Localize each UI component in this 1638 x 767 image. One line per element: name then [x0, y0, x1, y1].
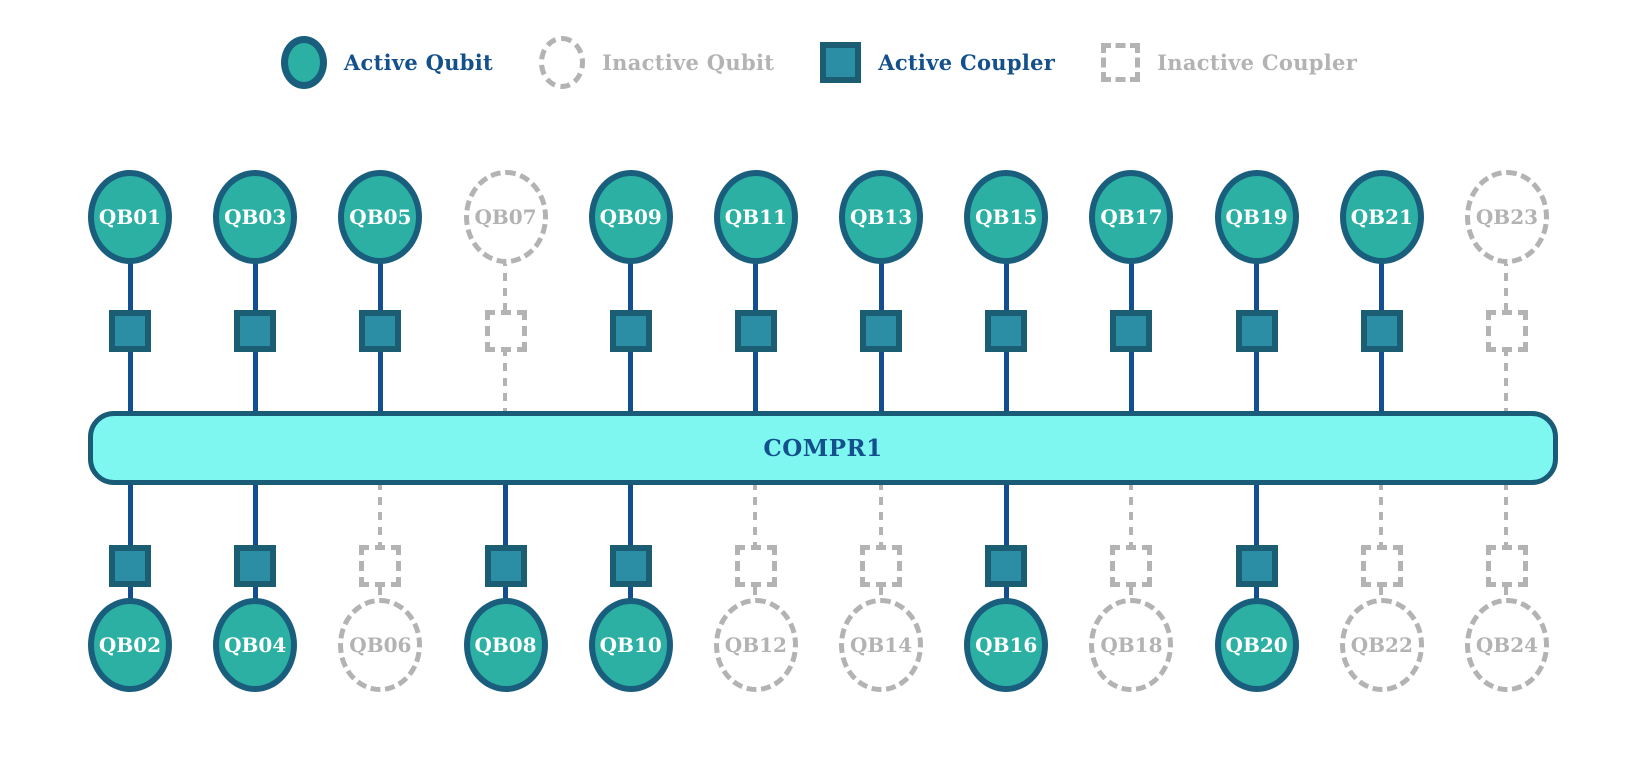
qubit-label: QB01 [98, 205, 162, 229]
coupler-qb20 [1235, 545, 1278, 587]
qubit-qb02: QB02 [88, 598, 172, 692]
qubit-qb03: QB03 [213, 170, 298, 264]
qubit-label: QB13 [849, 205, 913, 229]
legend: Active Qubit Inactive Qubit Active Coupl… [0, 36, 1638, 89]
qubit-label: QB17 [1100, 205, 1163, 229]
qubit-label: QB23 [1475, 205, 1539, 229]
coupler-bus: COMPR1 [88, 411, 1558, 485]
legend-item-inactive-coupler: Inactive Coupler [1101, 43, 1357, 82]
coupler-qb09 [609, 310, 652, 352]
legend-label-inactive-coupler: Inactive Coupler [1157, 50, 1358, 75]
qubit-qb24: QB24 [1464, 598, 1549, 692]
qubit-qb19: QB19 [1214, 170, 1299, 264]
legend-label-inactive-qubit: Inactive Qubit [602, 50, 775, 75]
qubit-label: QB04 [224, 633, 287, 657]
coupler-qb07 [484, 310, 527, 352]
coupler-qb02 [109, 545, 151, 587]
qubit-qb11: QB11 [713, 170, 798, 264]
qubit-qb05: QB05 [338, 170, 423, 264]
active-coupler-icon [820, 42, 862, 83]
qubit-qb14: QB14 [839, 598, 924, 692]
qubit-qb07: QB07 [463, 170, 548, 264]
qubit-label: QB18 [1100, 633, 1163, 657]
coupler-qb16 [985, 545, 1028, 587]
qubit-label: QB24 [1475, 633, 1539, 657]
qubit-label: QB21 [1350, 205, 1413, 229]
coupler-qb14 [860, 545, 903, 587]
coupler-qb12 [734, 545, 777, 587]
qubit-qb18: QB18 [1089, 598, 1174, 692]
link-qb10 [628, 482, 634, 602]
qubit-label: QB11 [724, 205, 787, 229]
coupler-qb10 [609, 545, 652, 587]
coupler-qb18 [1110, 545, 1153, 587]
link-qb16 [1003, 482, 1009, 602]
qubit-label: QB12 [724, 633, 787, 657]
link-qb02 [127, 482, 133, 602]
qubit-label: QB07 [474, 205, 537, 229]
qubit-qb09: QB09 [588, 170, 673, 264]
qubit-label: QB05 [349, 205, 412, 229]
coupler-qb13 [860, 310, 903, 352]
qubit-qb15: QB15 [964, 170, 1049, 264]
legend-item-active-coupler: Active Coupler [820, 42, 1055, 83]
link-qb20 [1254, 482, 1260, 602]
qubit-qb20: QB20 [1214, 598, 1299, 692]
link-qb12 [753, 482, 758, 602]
inactive-qubit-icon [539, 36, 586, 89]
qubit-label: QB10 [599, 633, 662, 657]
legend-label-active-qubit: Active Qubit [343, 50, 494, 75]
coupler-qb22 [1360, 545, 1403, 587]
link-qb08 [503, 482, 509, 602]
coupler-qb08 [484, 545, 527, 587]
qubit-label: QB22 [1350, 633, 1413, 657]
link-qb06 [377, 482, 382, 602]
qubit-qb16: QB16 [964, 598, 1049, 692]
qubit-qb12: QB12 [713, 598, 798, 692]
qubit-qb17: QB17 [1089, 170, 1174, 264]
coupler-qb11 [734, 310, 777, 352]
coupler-qb17 [1110, 310, 1153, 352]
legend-label-active-coupler: Active Coupler [878, 50, 1056, 75]
qubit-qb06: QB06 [338, 598, 423, 692]
qubit-qb21: QB21 [1339, 170, 1424, 264]
qubit-qb10: QB10 [588, 598, 673, 692]
coupler-qb21 [1360, 310, 1403, 352]
legend-item-inactive-qubit: Inactive Qubit [539, 36, 774, 89]
qubit-qb01: QB01 [88, 170, 172, 264]
legend-item-active-qubit: Active Qubit [280, 36, 494, 89]
coupler-qb03 [234, 310, 277, 352]
qubit-label: QB15 [975, 205, 1038, 229]
bus-label: COMPR1 [763, 434, 883, 462]
qubit-label: QB08 [474, 633, 537, 657]
link-qb22 [1379, 482, 1384, 602]
qubit-label: QB20 [1225, 633, 1288, 657]
qubit-label: QB19 [1225, 205, 1288, 229]
qubit-label: QB09 [599, 205, 662, 229]
coupler-qb19 [1235, 310, 1278, 352]
qubit-label: QB03 [224, 205, 287, 229]
qubit-label: QB14 [849, 633, 913, 657]
coupler-qb15 [985, 310, 1028, 352]
qubit-qb22: QB22 [1339, 598, 1424, 692]
qubit-qb13: QB13 [839, 170, 924, 264]
qubit-qb04: QB04 [213, 598, 298, 692]
qubit-qb23: QB23 [1464, 170, 1549, 264]
link-qb14 [878, 482, 883, 602]
qubit-qb08: QB08 [463, 598, 548, 692]
link-qb18 [1128, 482, 1133, 602]
coupler-qb05 [359, 310, 402, 352]
link-qb04 [252, 482, 258, 602]
coupler-qb04 [234, 545, 277, 587]
coupler-qb24 [1485, 545, 1528, 587]
inactive-coupler-icon [1101, 43, 1141, 82]
qubit-label: QB02 [98, 633, 162, 657]
link-qb24 [1504, 482, 1509, 602]
active-qubit-icon [280, 36, 327, 89]
coupler-qb23 [1485, 310, 1528, 352]
qubit-label: QB06 [349, 633, 412, 657]
coupler-qb06 [359, 545, 402, 587]
qubit-label: QB16 [975, 633, 1038, 657]
coupler-qb01 [109, 310, 151, 352]
